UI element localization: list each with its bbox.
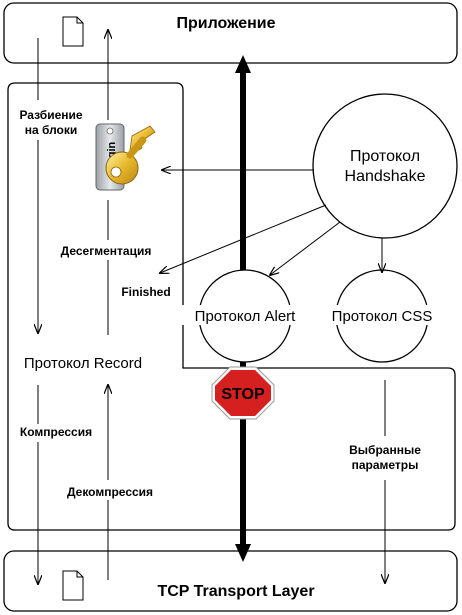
record-protocol-title: Протокол Record xyxy=(24,355,142,372)
stop-sign-face xyxy=(215,370,271,416)
split-step-label: Разбиение xyxy=(19,108,82,122)
selected-params-label: параметры xyxy=(352,458,419,472)
compression-label: Компрессия xyxy=(20,425,92,439)
document-icon xyxy=(62,16,84,47)
channel-arrowhead-up xyxy=(235,55,251,73)
handshake-label: Протокол xyxy=(350,148,420,165)
channel-arrowhead-down xyxy=(235,544,251,562)
css-label: Протокол CSS xyxy=(332,308,433,325)
finished-label: Finished xyxy=(121,285,170,299)
document-icon xyxy=(62,570,84,601)
application-title: Приложение xyxy=(176,15,275,32)
selected-params-label: Выбранные xyxy=(349,443,421,457)
application-box xyxy=(3,2,458,64)
finished-arrow xyxy=(160,204,327,273)
transport-box xyxy=(3,550,458,612)
stop-sign-icon: STOP xyxy=(211,366,275,420)
split-step-label: на блоки xyxy=(25,123,78,137)
handshake-protocol-circle xyxy=(312,93,458,239)
alert-label: Протокол Alert xyxy=(195,308,297,325)
key-icon: login xyxy=(95,123,156,191)
record-layer-outline xyxy=(7,82,456,531)
transport-title: TCP Transport Layer xyxy=(157,583,314,600)
handshake-to-alert-arrow xyxy=(270,221,341,275)
desegmentation-label: Десегментация xyxy=(61,244,152,258)
decompression-label: Декомпрессия xyxy=(67,485,153,499)
handshake-label: Handshake xyxy=(345,168,426,185)
stop-sign-text: STOP xyxy=(221,386,265,403)
